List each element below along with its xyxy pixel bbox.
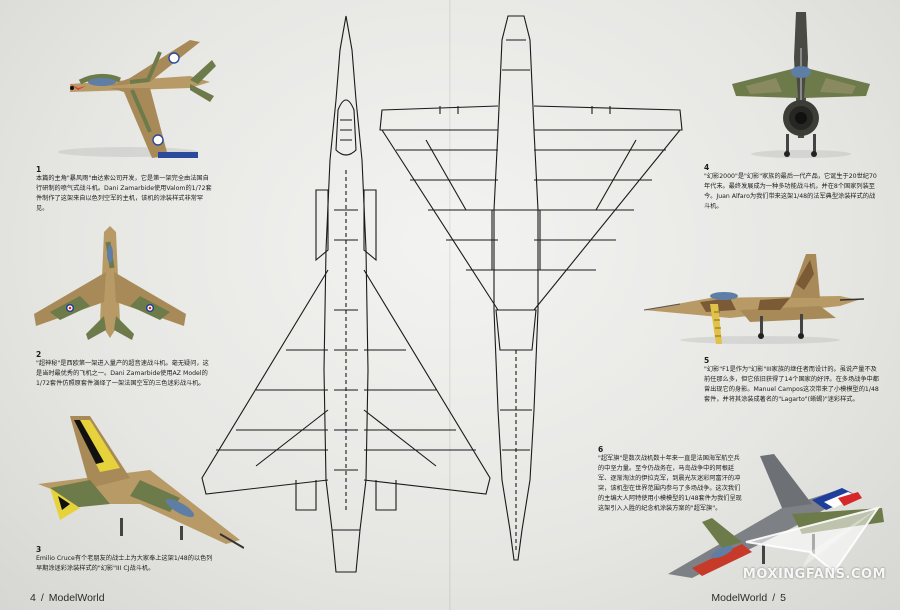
caption-text: Emilio Cruce有个老朋友的战士上为大家奉上这架1/48的以色列早期涂迷… — [36, 555, 213, 572]
caption-number: 2 — [36, 350, 42, 359]
caption-number: 5 — [704, 356, 710, 365]
super-mystere-model-icon — [30, 222, 190, 344]
magazine-name: ModelWorld — [48, 592, 105, 604]
blueprint-bottom-view — [379, 15, 683, 561]
folio-left: 4 / ModelWorld — [30, 592, 105, 604]
mirage-iii-model-icon — [30, 408, 244, 550]
caption-number: 3 — [36, 545, 42, 554]
caption-text: 本篇的主角"暴风雨"由达索公司开发，它是第一架完全由法国自行研制的喷气式战斗机。… — [36, 175, 212, 212]
fouga-magister-model-icon — [40, 22, 216, 160]
page-gutter — [449, 0, 451, 610]
caption-5: 5 "幻影"F1是作为"幻影"III家族的继任者而设计的。虽说产量不及前任那么多… — [704, 356, 880, 405]
caption-1: 1 本篇的主角"暴风雨"由达索公司开发，它是第一架完全由法国自行研制的喷气式战斗… — [36, 165, 212, 214]
caption-2: 2 "超神秘"是西欧第一架进入量产的超音速战斗机。毫无疑问，这是当时最优秀的飞机… — [36, 350, 212, 389]
caption-4: 4 "幻影2000"是"幻影"家族的最后一代产品，它诞生于20世纪70年代末。最… — [704, 163, 880, 212]
folio-right: ModelWorld / 5 — [711, 592, 786, 604]
mirage-f1-model-icon — [640, 244, 864, 346]
caption-number: 1 — [36, 165, 42, 174]
watermark-text: MOXINGFANS.COM — [742, 567, 886, 582]
mirage-2000-model-icon — [726, 8, 876, 160]
page-number-right: 5 — [780, 592, 786, 604]
caption-number: 4 — [704, 163, 710, 172]
caption-6: 6 "超军旗"是数次战机数十年来一直是法国海军航空兵的中坚力量。至今仍战务在，马… — [598, 445, 744, 514]
caption-3: 3 Emilio Cruce有个老朋友的战士上为大家奉上这架1/48的以色列早期… — [36, 545, 216, 574]
mirage-iii-two-view-blueprint — [196, 10, 684, 592]
folio-separator: / — [772, 592, 776, 604]
caption-text: "超军旗"是数次战机数十年来一直是法国海军航空兵的中坚力量。至今仍战务在，马岛战… — [598, 455, 742, 512]
page-number-left: 4 — [30, 592, 36, 604]
caption-number: 6 — [598, 445, 604, 454]
caption-text: "幻影"F1是作为"幻影"III家族的继任者而设计的。虽说产量不及前任那么多，但… — [704, 366, 879, 403]
magazine-name: ModelWorld — [711, 592, 768, 604]
blueprint-top-view — [201, 15, 491, 573]
caption-text: "幻影2000"是"幻影"家族的最后一代产品，它诞生于20世纪70年代末。最终发… — [704, 173, 877, 210]
caption-text: "超神秘"是西欧第一架进入量产的超音速战斗机。毫无疑问，这是当时最优秀的飞机之一… — [36, 360, 209, 387]
folio-separator: / — [40, 592, 44, 604]
paper-plane-logo-icon — [745, 506, 881, 574]
site-watermark: MOXINGFANS.COM — [738, 502, 886, 582]
